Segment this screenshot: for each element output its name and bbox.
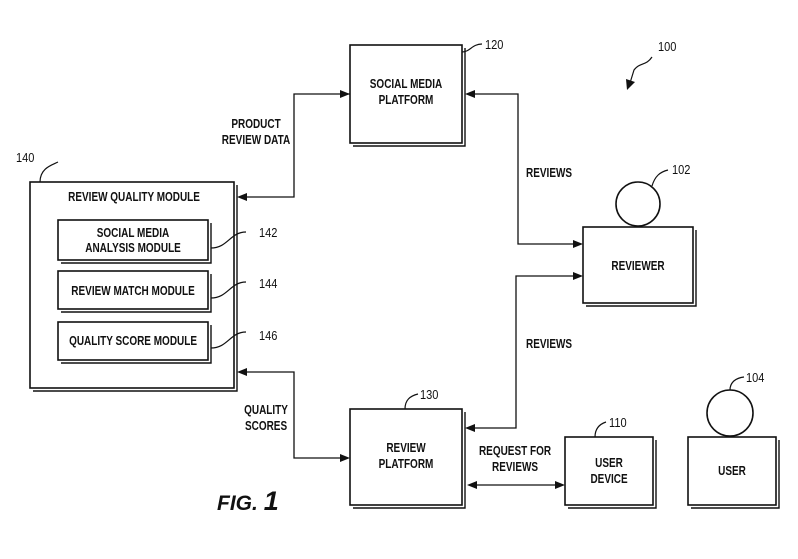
user-box: USER 104 bbox=[687, 370, 780, 509]
ref-142: 142 bbox=[259, 225, 278, 240]
user-head bbox=[706, 389, 754, 437]
reviewer-head bbox=[615, 181, 661, 227]
social-media-analysis-module-line2: ANALYSIS MODULE bbox=[85, 242, 181, 255]
user-label: USER bbox=[718, 465, 746, 478]
social-media-analysis-module-box: SOCIAL MEDIA ANALYSIS MODULE 142 bbox=[57, 219, 278, 264]
review-platform-box: REVIEW PLATFORM 130 bbox=[349, 387, 466, 509]
review-platform-line1: REVIEW bbox=[386, 442, 426, 455]
ref-146: 146 bbox=[259, 328, 278, 343]
figure-reference-100: 100 bbox=[626, 39, 677, 90]
social-media-platform-box: SOCIAL MEDIA PLATFORM 120 bbox=[349, 37, 504, 147]
review-quality-module-title: REVIEW QUALITY MODULE bbox=[68, 191, 200, 204]
review-platform-line2: PLATFORM bbox=[379, 458, 434, 471]
connector-reviews-platform: REVIEWS bbox=[465, 272, 583, 432]
request-for-reviews-line1: REQUEST FOR bbox=[479, 445, 551, 458]
ref-130: 130 bbox=[420, 387, 439, 402]
figure-label-text: FIG. bbox=[217, 492, 258, 515]
product-review-data-line2: REVIEW DATA bbox=[222, 134, 290, 147]
connector-reviews-social: REVIEWS bbox=[465, 90, 583, 248]
ref-100: 100 bbox=[658, 39, 677, 54]
quality-scores-line2: SCORES bbox=[245, 420, 288, 433]
social-media-platform-line1: SOCIAL MEDIA bbox=[370, 78, 442, 91]
figure-number: 1 bbox=[264, 486, 279, 516]
ref-104: 104 bbox=[746, 370, 765, 385]
social-media-analysis-module-line1: SOCIAL MEDIA bbox=[97, 227, 169, 240]
user-device-box: USER DEVICE 110 bbox=[564, 415, 657, 509]
reviewer-box: REVIEWER 102 bbox=[582, 162, 697, 307]
request-for-reviews-line2: REVIEWS bbox=[492, 461, 538, 474]
ref-102: 102 bbox=[672, 162, 691, 177]
user-device-line1: USER bbox=[595, 457, 623, 470]
connector-quality-scores: QUALITY SCORES bbox=[237, 368, 350, 462]
quality-score-module-box: QUALITY SCORE MODULE 146 bbox=[57, 321, 278, 364]
product-review-data-line1: PRODUCT bbox=[231, 118, 280, 131]
ref-120: 120 bbox=[485, 37, 504, 52]
review-match-module-label: REVIEW MATCH MODULE bbox=[71, 285, 195, 298]
connector-request-for-reviews: REQUEST FOR REVIEWS bbox=[467, 445, 565, 489]
reviews-platform-label: REVIEWS bbox=[526, 338, 572, 351]
figure-label: FIG. 1 bbox=[217, 486, 279, 516]
ref-110: 110 bbox=[609, 415, 627, 430]
connector-product-review-data: PRODUCT REVIEW DATA bbox=[222, 90, 350, 201]
quality-score-module-label: QUALITY SCORE MODULE bbox=[69, 335, 197, 348]
reviews-social-label: REVIEWS bbox=[526, 167, 572, 180]
ref-140: 140 bbox=[16, 150, 35, 165]
reviewer-label: REVIEWER bbox=[611, 260, 664, 273]
user-device-line2: DEVICE bbox=[590, 473, 628, 486]
ref-144: 144 bbox=[259, 276, 278, 291]
social-media-platform-line2: PLATFORM bbox=[379, 94, 434, 107]
review-match-module-box: REVIEW MATCH MODULE 144 bbox=[57, 270, 278, 313]
quality-scores-line1: QUALITY bbox=[244, 404, 288, 417]
